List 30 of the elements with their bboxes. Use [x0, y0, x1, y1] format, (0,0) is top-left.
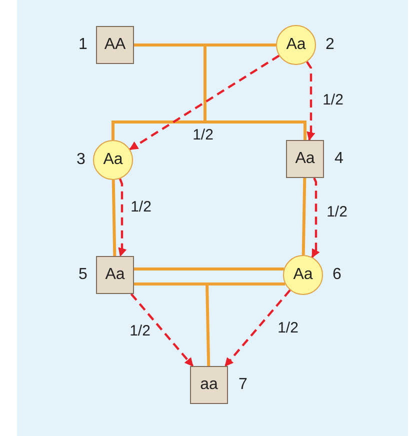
individual-number: 5 [78, 267, 88, 283]
pedigree-line [112, 180, 116, 256]
dashed-arrow [130, 293, 194, 367]
dashed-arrow [311, 178, 320, 258]
edge-label: 1/2 [320, 92, 346, 108]
dashed-arrow [224, 290, 291, 367]
individual-number: 7 [238, 377, 248, 393]
pedigree-line [134, 282, 286, 286]
edge-label: 1/2 [190, 128, 216, 142]
male-square: AA [96, 26, 134, 64]
edge-label: 1/2 [128, 200, 154, 214]
individual-number: 1 [78, 37, 88, 53]
edge-label: 1/2 [128, 324, 152, 338]
dashed-arrow [118, 178, 127, 257]
edge-label: 1/2 [276, 320, 300, 336]
pedigree-line [112, 44, 306, 142]
pedigree-line [302, 178, 306, 256]
dashed-arrow [129, 54, 280, 150]
male-square: aa [190, 366, 228, 404]
male-square: Aa [286, 140, 324, 178]
individual-number: 2 [326, 37, 334, 53]
pedigree-line [134, 268, 284, 270]
individual-number: 6 [332, 267, 342, 283]
dashed-arrow [306, 61, 316, 141]
pedigree-line [134, 44, 276, 46]
individual-number: 3 [76, 152, 86, 168]
edge-label: 1/2 [324, 204, 350, 220]
individual-number: 4 [334, 151, 344, 167]
male-square: Aa [96, 256, 134, 294]
pedigree-line [206, 284, 210, 366]
